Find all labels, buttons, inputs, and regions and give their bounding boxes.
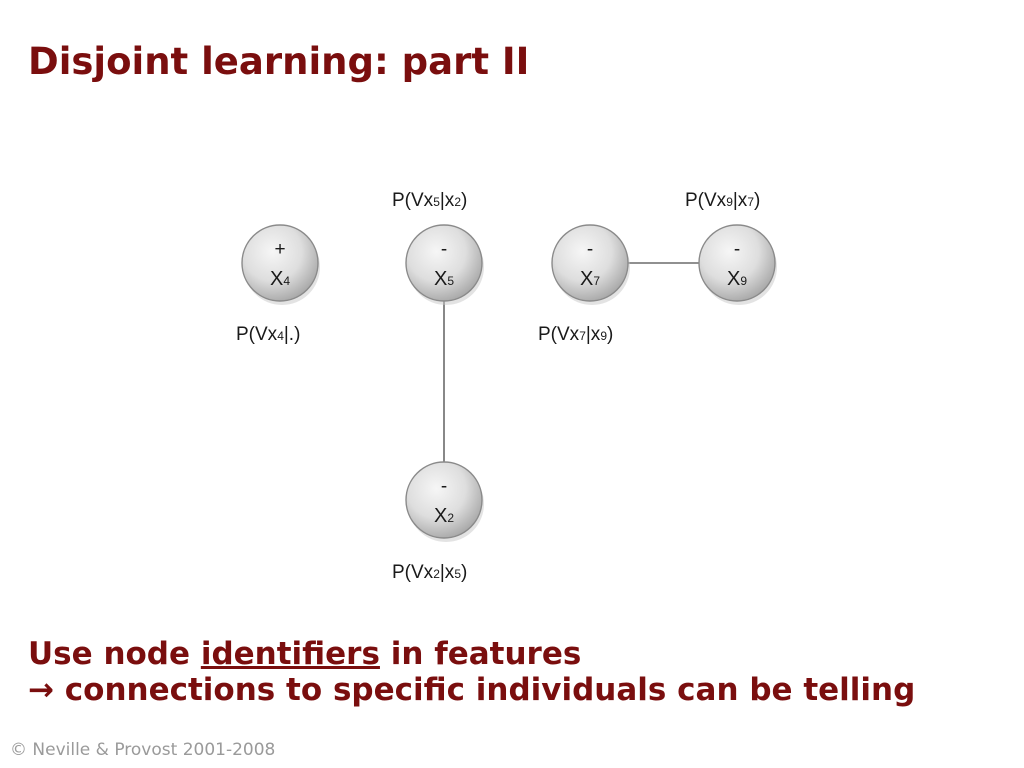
slide-title: Disjoint learning: part II	[28, 40, 530, 83]
probability-label: P(Vx2|x5)	[392, 562, 467, 583]
node-label: X7	[580, 268, 600, 290]
copyright-footer: © Neville & Provost 2001-2008	[10, 740, 276, 760]
node-circle	[698, 224, 776, 302]
node-circle	[405, 224, 483, 302]
node-x2: - X2P(Vx2|x5)	[392, 461, 484, 583]
message-line1-post: in features	[379, 636, 582, 672]
node-sign: -	[587, 239, 593, 260]
node-x7: - X7P(Vx7|x9)	[538, 224, 630, 345]
message-line-1: Use node identifiers in features	[28, 636, 915, 672]
message-line-2: → connections to specific individuals ca…	[28, 672, 915, 708]
node-sign: -	[441, 476, 447, 497]
node-sign: +	[274, 239, 285, 260]
node-circle	[241, 224, 319, 302]
message-line2-text: connections to specific individuals can …	[53, 672, 916, 708]
probability-label: P(Vx5|x2)	[392, 190, 467, 211]
node-sign: -	[441, 239, 447, 260]
node-sign: -	[734, 239, 740, 260]
node-circle	[551, 224, 629, 302]
message-line1-pre: Use node	[28, 636, 201, 672]
node-label: X2	[434, 505, 454, 527]
node-circle	[405, 461, 483, 539]
node-label: X9	[727, 268, 747, 290]
probability-label: P(Vx9|x7)	[685, 190, 760, 211]
probability-label: P(Vx7|x9)	[538, 324, 613, 345]
node-label: X4	[270, 268, 290, 290]
node-x9: - X9 P(Vx9|x7)	[685, 190, 777, 305]
node-label: X5	[434, 268, 454, 290]
node-x4: + X4P(Vx4|.)	[236, 224, 320, 345]
arrow-icon: →	[28, 672, 54, 708]
identifiers-emphasis: identifiers	[200, 636, 380, 672]
probability-label: P(Vx4|.)	[236, 324, 300, 345]
node-x5: - X5 P(Vx5|x2)	[392, 190, 484, 305]
key-message: Use node identifiers in features → conne…	[28, 636, 915, 708]
